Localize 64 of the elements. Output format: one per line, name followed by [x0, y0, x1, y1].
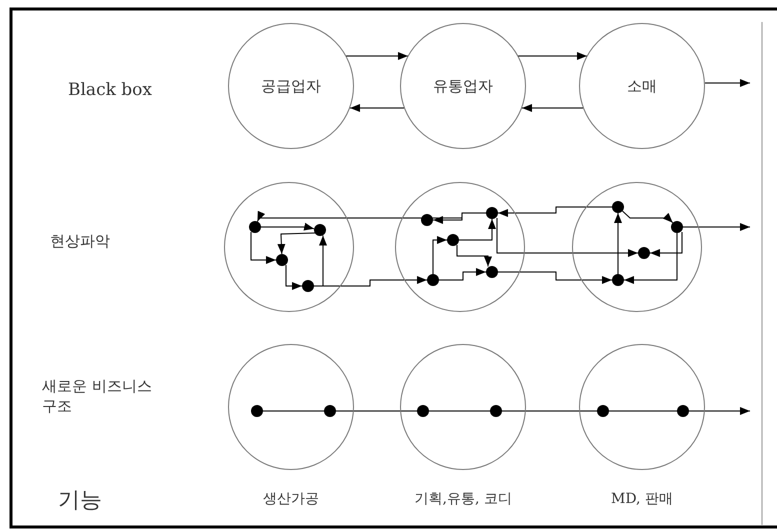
function-label: 기획,유통, 코디: [414, 490, 512, 508]
dot: [612, 274, 624, 286]
arrow: [346, 52, 408, 60]
dot: [671, 221, 683, 233]
dot: [486, 207, 498, 219]
dot: [486, 266, 498, 278]
circle-node: [400, 344, 526, 470]
row-label: 기능: [58, 487, 102, 515]
arrow: [622, 210, 674, 224]
circle-node: [572, 182, 702, 312]
dot: [638, 247, 650, 259]
arrow: [350, 104, 404, 112]
arrow: [498, 206, 612, 217]
row-label: 새로운 비즈니스 구조: [42, 377, 152, 416]
arrow: [498, 272, 612, 284]
function-label: 생산가공: [263, 490, 319, 508]
circle-node: [224, 182, 354, 312]
connector-line: [336, 410, 418, 412]
arrow: [682, 223, 750, 231]
row-label: 현상파악: [50, 232, 110, 251]
dot: [490, 405, 502, 417]
dot: [302, 280, 314, 292]
arrow: [432, 236, 448, 274]
arrow: [456, 244, 492, 267]
arrow: [260, 222, 315, 231]
circle-node: [395, 182, 525, 312]
dot: [314, 224, 326, 236]
arrow: [496, 218, 638, 257]
circle-node: 유통업자: [400, 23, 526, 149]
connector-line: [502, 410, 598, 412]
circle-node: 소매: [579, 23, 705, 149]
arrow: [624, 232, 678, 284]
dot: [612, 201, 624, 213]
arrow: [704, 79, 750, 87]
arrow: [458, 218, 496, 240]
dot: [421, 214, 433, 226]
arrow: [438, 268, 486, 280]
dot: [447, 234, 459, 246]
row-label: Black box: [68, 80, 152, 100]
circle-node: 공급업자: [228, 23, 354, 149]
connector-line: [608, 410, 678, 412]
arrow: [688, 407, 750, 415]
dot: [597, 405, 609, 417]
dot: [276, 254, 288, 266]
arrow: [256, 210, 486, 222]
arrow: [286, 264, 302, 290]
arrow: [250, 232, 276, 264]
arrow: [518, 52, 588, 60]
arrow: [614, 212, 622, 274]
arrow: [314, 276, 428, 286]
dot: [249, 221, 261, 233]
connector-line: [428, 410, 490, 412]
dot: [427, 274, 439, 286]
circle-node: [228, 344, 354, 470]
arrow: [277, 232, 316, 254]
dot: [251, 405, 263, 417]
arrow: [650, 232, 682, 257]
dot: [677, 405, 689, 417]
function-label: MD, 판매: [611, 490, 673, 508]
arrow: [522, 104, 584, 112]
dot: [417, 405, 429, 417]
connector-line: [262, 410, 324, 412]
circle-node: [579, 344, 705, 470]
dot: [324, 405, 336, 417]
